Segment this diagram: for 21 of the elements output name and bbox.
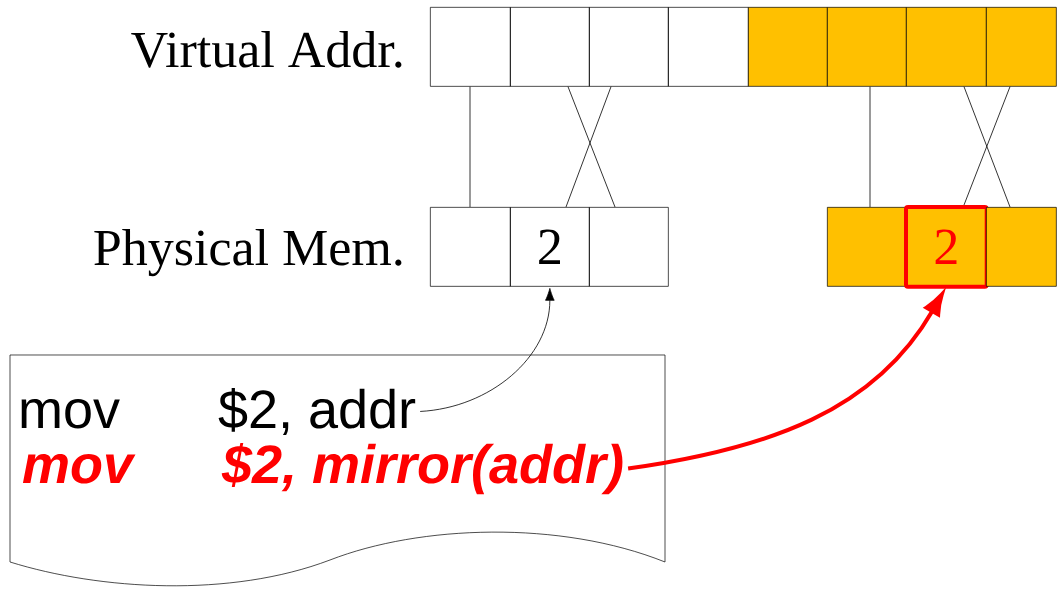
memory-cell — [748, 7, 828, 87]
code-line: mov $2, addr — [21, 388, 416, 435]
memory-cell: 2 — [904, 205, 989, 289]
memory-cell — [986, 207, 1057, 287]
code-line: mov $2, mirror(addr) — [22, 442, 623, 495]
arrow — [419, 288, 555, 412]
memory-cell — [827, 7, 907, 87]
memory-cell — [589, 7, 669, 87]
row-label: Physical Mem. — [94, 228, 402, 277]
memory-cell: 2 — [510, 207, 590, 287]
document-shape — [9, 354, 666, 587]
memory-cell — [589, 207, 669, 287]
memory-cell — [906, 7, 987, 87]
memory-cell — [986, 7, 1057, 87]
memory-cell — [430, 7, 511, 87]
memory-cell — [510, 7, 590, 87]
mapping-line — [869, 86, 871, 208]
memory-cell — [430, 207, 511, 287]
memory-cell — [827, 207, 907, 287]
mapping-line — [469, 86, 471, 208]
row-label: Virtual Addr. — [131, 30, 402, 68]
